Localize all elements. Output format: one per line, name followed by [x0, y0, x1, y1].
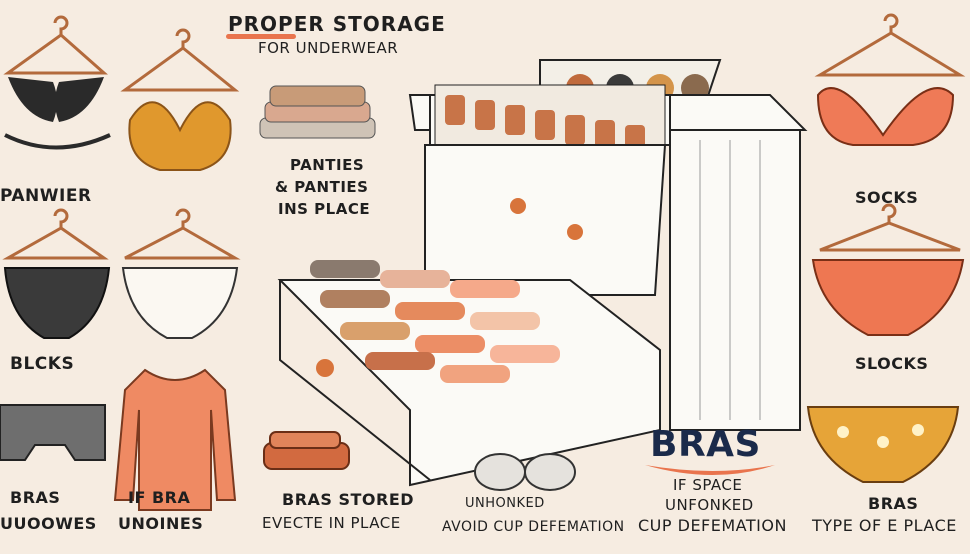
label-if-bra: IF BRA: [128, 488, 191, 507]
page-subtitle: FOR UNDERWEAR: [258, 39, 399, 57]
label-panwier: PANWIER: [0, 186, 92, 206]
hanger-lace-panties-orange-illustration: [811, 203, 965, 336]
label-bras-left: BRAS: [10, 488, 61, 507]
hanger-white-panties-illustration: [121, 208, 241, 339]
label-cup-defemation: CUP DEFEMATION: [638, 516, 787, 535]
label-slocks: SLOCKS: [855, 354, 929, 373]
label-if-space: IF SPACE: [673, 476, 743, 494]
hanger-bra-mustard-illustration: [120, 28, 240, 171]
label-ins-place: INS PLACE: [278, 200, 371, 218]
boxer-briefs-illustration: [0, 404, 106, 461]
label-bras-big: BRAS: [650, 424, 761, 465]
longsleeve-top-illustration: [113, 368, 237, 511]
label-panties: PANTIES: [290, 156, 365, 174]
folded-towel-illustration: [263, 431, 350, 470]
hanger-bra-black-illustration: [3, 15, 111, 150]
label-bras-right: BRAS: [868, 494, 919, 513]
patterned-briefs-illustration: [806, 406, 960, 483]
hanger-bra-coral-illustration: [814, 13, 966, 146]
label-avoid-cup-defemation: AVOID CUP DEFEMATION: [442, 519, 625, 535]
dresser-with-drawers-illustration: [277, 59, 808, 487]
label-type-of-e-place: TYPE OF E PLACE: [812, 516, 957, 535]
label-uuoowes: UUOOWES: [0, 514, 97, 533]
label-socks: SOCKS: [855, 188, 919, 207]
bra-cups-illustration: [474, 453, 576, 491]
folded-panties-stack-illustration: [259, 85, 376, 139]
label-blcks: BLCKS: [10, 354, 75, 374]
hanger-lace-panties-illustration: [2, 208, 111, 339]
page-title: PROPER STORAGE: [228, 12, 446, 36]
label-and-panties: & PANTIES: [275, 178, 369, 196]
bras-underline-swoosh: [645, 465, 775, 475]
label-unfonked: UNFONKED: [665, 496, 754, 514]
label-unoines: UNOINES: [118, 514, 204, 533]
label-bras-stored: BRAS STORED: [282, 490, 415, 509]
label-unhonked: UNHONKED: [465, 496, 545, 511]
label-evecte-in-place: EVECTE IN PLACE: [262, 514, 401, 532]
title-accent-bar: [226, 34, 296, 39]
